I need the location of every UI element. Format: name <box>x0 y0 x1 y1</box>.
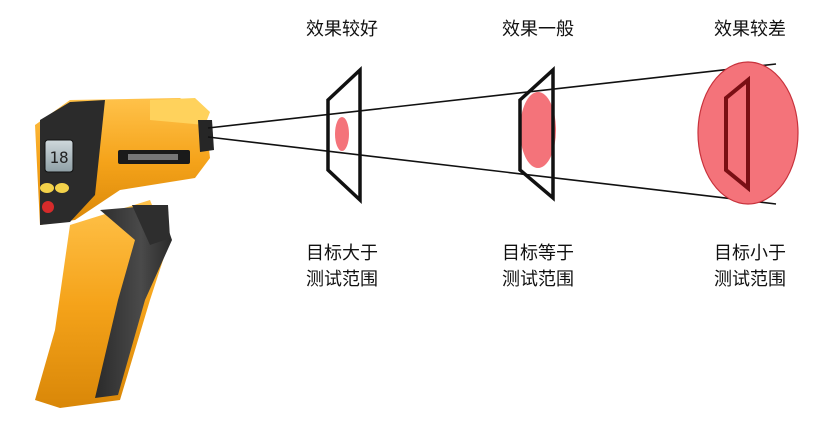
effect-label-good: 效果较好 <box>306 19 378 40</box>
beam-lines <box>207 63 777 205</box>
condition-line-1: 目标等于 <box>502 243 574 264</box>
condition-label-larger: 目标大于 测试范围 <box>290 241 394 293</box>
target-larger-diagram <box>326 65 362 205</box>
condition-line-2: 测试范围 <box>714 269 786 290</box>
target-equal-diagram <box>518 66 556 202</box>
target-frame-medium <box>518 66 555 202</box>
condition-line-2: 测试范围 <box>306 269 378 290</box>
target-frame-small <box>724 75 750 193</box>
condition-label-smaller: 目标小于 测试范围 <box>698 241 802 293</box>
condition-line-2: 测试范围 <box>502 269 574 290</box>
target-smaller-diagram <box>697 61 799 205</box>
gun-screen-reading: 18 <box>49 148 68 167</box>
condition-label-equal: 目标等于 测试范围 <box>486 241 590 293</box>
target-frame-large <box>326 65 362 205</box>
condition-line-1: 目标小于 <box>714 243 786 264</box>
infrared-thermometer-gun-icon: 18 <box>35 98 214 408</box>
measurement-spot-small <box>335 117 349 151</box>
condition-line-1: 目标大于 <box>306 243 378 264</box>
effect-label-average: 效果一般 <box>502 19 574 40</box>
effect-label-poor: 效果较差 <box>714 19 786 40</box>
measurement-spot-medium <box>520 92 556 168</box>
